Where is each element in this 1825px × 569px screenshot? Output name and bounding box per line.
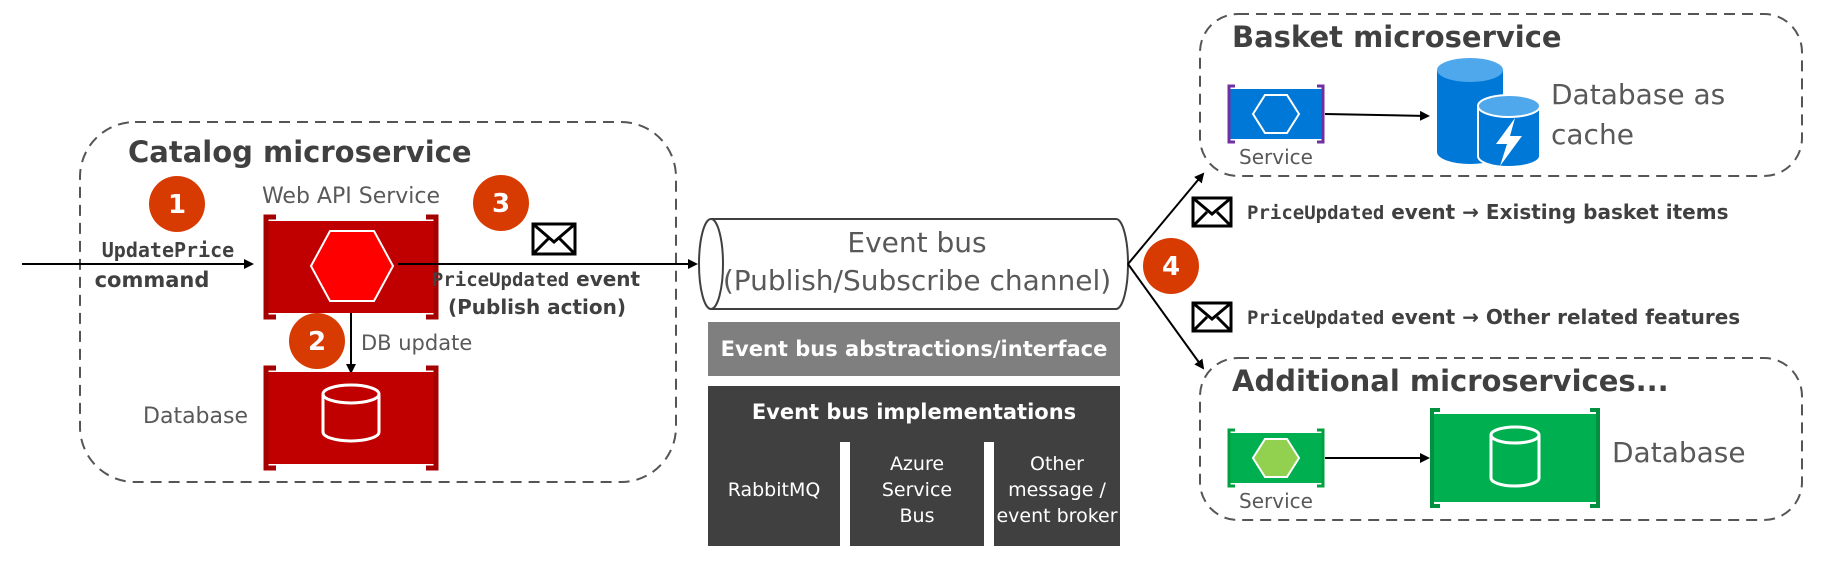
lightning-icon <box>1496 118 1522 166</box>
basket-service-bracket-right <box>1317 84 1325 144</box>
web-api-service-bracket-right <box>426 214 439 320</box>
publish-action-label: (Publish action) <box>448 295 626 319</box>
additional-title: Additional microservices... <box>1232 364 1669 398</box>
additional-db-label: Database <box>1612 436 1746 469</box>
web-api-service-bracket-left <box>263 214 276 320</box>
step-2-badge <box>289 313 345 369</box>
step-3-number: 3 <box>492 189 510 219</box>
web-api-service-label: Web API Service <box>262 184 440 209</box>
publish-event-label: PriceUpdated event <box>432 267 641 291</box>
event-bus-implementations-title: Event bus implementations <box>751 400 1077 424</box>
event-bus-title: Event bus <box>847 226 986 259</box>
hexagon-icon <box>1251 94 1301 134</box>
implementation-rabbitmq-box <box>708 438 840 546</box>
step-4-badge <box>1143 238 1199 294</box>
event-bus-abstractions-label: Event bus abstractions/interface <box>720 337 1108 361</box>
additional-database-bracket-right <box>1590 408 1600 508</box>
additional-service-label: Service <box>1239 489 1313 513</box>
implementation-other-broker: Other message / event broker <box>996 453 1118 527</box>
step-3-badge <box>473 175 529 231</box>
event-existing-basket-label: PriceUpdated event → Existing basket ite… <box>1247 200 1728 224</box>
db-update-label: DB update <box>361 331 472 355</box>
additional-microservices-boundary <box>1199 357 1803 521</box>
step-1-number: 1 <box>168 190 186 220</box>
event-bus-abstractions-box <box>708 322 1120 376</box>
catalog-database-label: Database <box>143 404 248 429</box>
catalog-title: Catalog microservice <box>128 135 472 169</box>
catalog-microservice-boundary <box>79 121 677 483</box>
implementation-azure-box <box>850 438 984 546</box>
database-icon <box>1489 425 1541 488</box>
basket-service-bracket-left <box>1227 84 1235 144</box>
additional-service-bracket-left <box>1227 428 1235 488</box>
event-bus-subtitle: (Publish/Subscribe channel) <box>723 264 1111 297</box>
catalog-database-bracket-left <box>263 365 276 471</box>
implementation-other-box <box>994 438 1120 546</box>
envelope-icon <box>531 222 577 256</box>
implementation-azure-service-bus: Azure Service Bus <box>881 453 953 527</box>
command-word-label: command <box>95 268 210 292</box>
additional-service-bracket-right <box>1317 428 1325 488</box>
basket-db-label-line1: Database as <box>1551 78 1725 111</box>
envelope-icon <box>1191 196 1233 228</box>
fanout-arrow-basket <box>1127 172 1205 265</box>
command-code-label: UpdatePrice <box>102 238 234 262</box>
catalog-database-box <box>266 372 436 464</box>
event-bus-implementations-header <box>708 386 1120 442</box>
cache-database-icon <box>1437 58 1541 168</box>
database-icon <box>321 383 381 443</box>
additional-database-bracket-left <box>1430 408 1440 508</box>
basket-service-label: Service <box>1239 145 1313 169</box>
basket-microservice-boundary <box>1199 13 1803 177</box>
basket-db-arrow <box>1324 110 1430 121</box>
fanout-arrow-additional <box>1127 263 1205 370</box>
implementation-rabbitmq: RabbitMQ <box>727 479 821 501</box>
envelope-icon <box>1191 301 1233 333</box>
catalog-database-bracket-right <box>426 365 439 471</box>
step-2-number: 2 <box>308 327 326 357</box>
step-4-number: 4 <box>1162 252 1180 282</box>
hexagon-icon <box>1251 438 1301 478</box>
step-1-badge <box>149 176 205 232</box>
basket-db-label-line2: cache <box>1551 118 1634 151</box>
basket-title: Basket microservice <box>1232 20 1562 54</box>
event-other-features-label: PriceUpdated event → Other related featu… <box>1247 305 1740 329</box>
hexagon-icon <box>309 230 395 302</box>
